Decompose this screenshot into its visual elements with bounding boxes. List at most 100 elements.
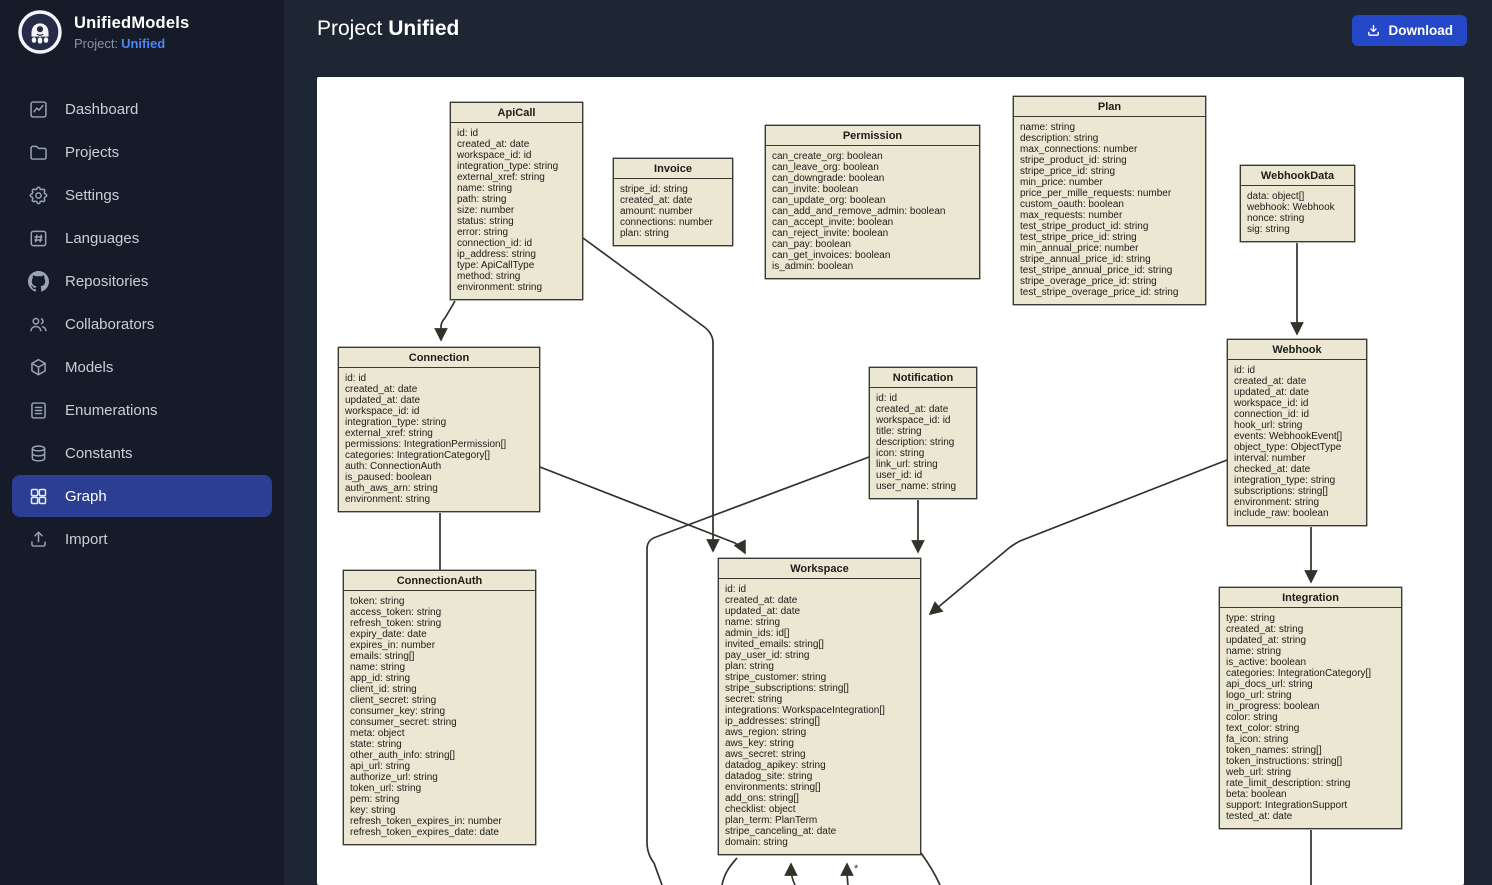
entity-field: checked_at: date (1234, 464, 1311, 475)
entity-field: created_at: date (725, 595, 798, 606)
edge-offscreen-bottom-to-Workspace-c (840, 862, 854, 885)
entity-field: name: string (1020, 122, 1076, 133)
sidebar-item-repositories[interactable]: Repositories (12, 260, 272, 302)
sidebar-item-collaborators[interactable]: Collaborators (12, 303, 272, 345)
entity-field: created_at: date (345, 384, 418, 395)
entity-field: workspace_id: id (457, 150, 532, 161)
sidebar-item-constants[interactable]: Constants (12, 432, 272, 474)
entity-field: min_annual_price: number (1020, 243, 1139, 254)
entity-field: environments: string[] (725, 782, 821, 793)
entity-field: size: number (457, 205, 515, 216)
entity-field: is_admin: boolean (772, 261, 854, 272)
entity-field: stripe_overage_price_id: string (1020, 276, 1157, 287)
entity-field: support: IntegrationSupport (1226, 800, 1348, 811)
entity-field: updated_at: date (725, 606, 801, 617)
entity-field: integrations: WorkspaceIntegration[] (725, 705, 885, 716)
entity-field: test_stripe_price_id: string (1020, 232, 1137, 243)
entity-field: title: string (876, 426, 922, 437)
entity-field: amount: number (620, 206, 693, 217)
entity-field: name: string (457, 183, 513, 194)
entity-title: WebhookData (1241, 166, 1354, 186)
entity-field: permissions: IntegrationPermission[] (345, 439, 507, 450)
entity-field: api_url: string (350, 761, 411, 772)
entity-field: rate_limit_description: string (1226, 778, 1351, 789)
entity-field: add_ons: string[] (725, 793, 799, 804)
entity-field: categories: IntegrationCategory[] (345, 450, 491, 461)
entity-field: aws_region: string (725, 727, 807, 738)
entity-field: can_leave_org: boolean (772, 162, 879, 173)
sidebar-item-languages[interactable]: Languages (12, 217, 272, 259)
sidebar-item-settings[interactable]: Settings (12, 174, 272, 216)
sidebar-item-import[interactable]: Import (12, 518, 272, 560)
entity-field: logo_url: string (1226, 690, 1292, 701)
entity-field: stripe_price_id: string (1020, 166, 1116, 177)
entity-field: integration_type: string (1234, 475, 1336, 486)
edge-Notification-to-offscreen-bottom (646, 456, 870, 885)
entity-title: ConnectionAuth (344, 571, 535, 591)
edge-Connection-to-Workspace (539, 466, 746, 555)
entity-field: data: object[] (1247, 191, 1305, 202)
sidebar-item-enumerations[interactable]: Enumerations (12, 389, 272, 431)
entity-field: auth_aws_arn: string (345, 483, 438, 494)
sidebar-item-models[interactable]: Models (12, 346, 272, 388)
entity-title: Connection (339, 348, 539, 368)
sidebar-item-graph[interactable]: Graph (12, 475, 272, 517)
sidebar-item-label: Import (65, 530, 108, 548)
models-icon (28, 356, 50, 378)
entity-field: environment: string (1234, 497, 1320, 508)
entity-field: api_docs_url: string (1226, 679, 1313, 690)
entity-field: state: string (350, 739, 402, 750)
entity-field: plan: string (620, 228, 669, 239)
project-link[interactable]: Unified (121, 35, 166, 51)
entity-field: stripe_canceling_at: date (725, 826, 837, 837)
entity-field: created_at: date (1234, 376, 1307, 387)
entity-field: updated_at: date (1234, 387, 1310, 398)
sidebar-item-dashboard[interactable]: Dashboard (12, 88, 272, 130)
sidebar-item-projects[interactable]: Projects (12, 131, 272, 173)
entity-field: stripe_product_id: string (1020, 155, 1127, 166)
entity-field: test_stripe_overage_price_id: string (1020, 287, 1179, 298)
entity-field: categories: IntegrationCategory[] (1226, 668, 1372, 679)
entity-field: error: string (457, 227, 509, 238)
entity-field: access_token: string (350, 607, 442, 618)
entity-field: created_at: date (457, 139, 530, 150)
repositories-icon (28, 270, 50, 292)
entity-field: stripe_customer: string (725, 672, 827, 683)
entity-field: admin_ids: id[] (725, 628, 790, 639)
brand[interactable]: UnifiedModels Project:Unified (0, 0, 284, 62)
entity-field: id: id (1234, 365, 1256, 376)
entity-field: plan: string (725, 661, 774, 672)
edge-Webhook-to-Workspace (928, 459, 1228, 616)
entity-field: id: id (876, 393, 898, 404)
entity-field: updated_at: date (345, 395, 421, 406)
entity-field: refresh_token_expires_date: date (350, 827, 499, 838)
entity-field: pem: string (350, 794, 400, 805)
entity-field: can_accept_invite: boolean (772, 217, 894, 228)
app-logo-icon (18, 10, 62, 54)
entity-field: datadog_apikey: string (725, 760, 826, 771)
download-button[interactable]: Download (1351, 15, 1467, 46)
entity-field: expires_in: number (350, 640, 436, 651)
entity-field: method: string (457, 271, 521, 282)
settings-icon (28, 184, 50, 206)
import-icon (28, 528, 50, 550)
entity-field: authorize_url: string (350, 772, 438, 783)
edge-Workspace-to-offscreen-bottom-d (920, 852, 941, 885)
entity-field: test_stripe_annual_price_id: string (1020, 265, 1173, 276)
